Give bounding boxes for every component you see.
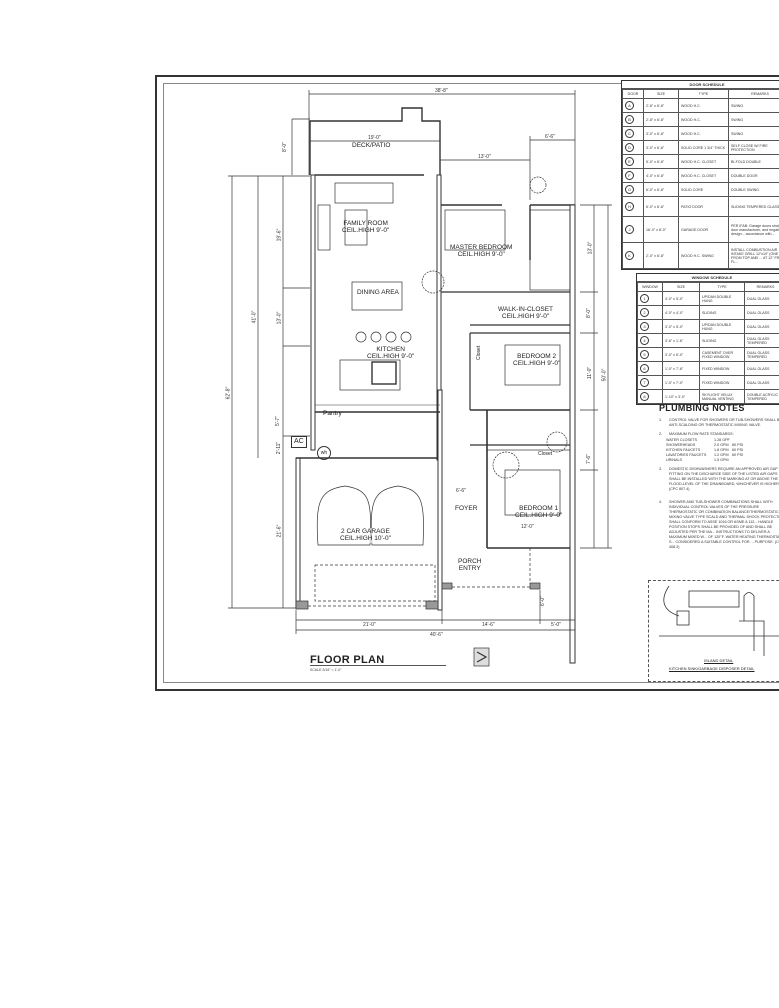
door-col-mark: DOOR xyxy=(622,89,644,99)
drawing-sheet-inner-border xyxy=(163,83,779,683)
dim-right-overall: 50'-0" xyxy=(601,368,608,382)
room-label-dining-area: DINING AREA xyxy=(357,289,399,296)
window-col-mark: WINDOW xyxy=(637,282,663,292)
dim-left-19-6: 19'-6" xyxy=(276,228,283,242)
drawing-sheet-border xyxy=(155,75,779,691)
dim-left-overall: 62'-8" xyxy=(225,386,232,400)
island-detail: ISLAND DETAIL KITCHEN SINK/GARBAGE DISPO… xyxy=(648,580,779,682)
dim-deck-width: 19'-0" xyxy=(368,135,381,141)
floor-plan-title: FLOOR PLAN xyxy=(310,654,385,666)
ac-unit-label: AC xyxy=(291,436,307,449)
plumbing-note: 4.SHOWER AND TUB-SHOWER COMBINATIONS SHA… xyxy=(659,499,779,549)
window-schedule-title: WINDOW SCHEDULE xyxy=(637,274,779,282)
dim-right-11-a: 11'-0" xyxy=(587,366,594,380)
dim-left-2-11: 2'-11" xyxy=(276,441,283,455)
plumbing-note: 1.CONTROL VALVE FOR SHOWERS OR TUB-SHOWE… xyxy=(659,418,779,428)
closet-label-bedroom-1: Closet xyxy=(538,451,553,457)
door-col-size: SIZE xyxy=(643,89,679,99)
door-col-remarks: REMARKS xyxy=(728,89,779,99)
dim-right-13: 13'-0" xyxy=(587,241,594,255)
island-detail-subtitle: KITCHEN SINK/GARBAGE DISPOSER DETAIL xyxy=(669,666,755,671)
dim-right-7-6: 7'-6" xyxy=(585,454,592,464)
door-col-type: TYPE xyxy=(678,89,729,99)
window-col-remarks: REMARKS xyxy=(744,282,779,292)
window-col-size: SIZE xyxy=(662,282,700,292)
plumbing-notes: PLUMBING NOTES 1.CONTROL VALVE FOR SHOWE… xyxy=(656,402,779,554)
sink-disposer-diagram xyxy=(659,585,779,656)
dim-top-right: 6'-6" xyxy=(545,134,555,140)
dim-left-garage: 21'-6" xyxy=(276,524,283,538)
dim-bottom-garage: 21'-0" xyxy=(363,622,376,628)
room-label-deck-patio: DECK/PATIO xyxy=(352,142,391,149)
plumbing-notes-title: PLUMBING NOTES xyxy=(659,403,745,413)
floor-plan-scale: SCALE:3/16" = 1'-0" xyxy=(310,668,342,672)
dim-top-overall: 38'-8" xyxy=(435,88,448,94)
dim-bottom-overall: 40'-6" xyxy=(430,632,443,638)
dim-bottom-porch: 14'-6" xyxy=(482,622,495,628)
plumbing-note: 3.DOMESTIC DISHWASHERS REQUIRE AN APPROV… xyxy=(659,467,779,491)
dim-foyer-width: 6'-6" xyxy=(456,488,466,494)
dim-porch-depth: 6'-0" xyxy=(539,596,546,606)
island-detail-title: ISLAND DETAIL xyxy=(704,658,734,663)
dim-left-5-7: 5'-7" xyxy=(274,416,281,426)
dim-right-8: 8'-0" xyxy=(585,308,592,318)
closet-label-bedroom-2: Closet xyxy=(476,345,483,360)
window-col-type: TYPE xyxy=(699,282,745,292)
dim-bedroom-1-width: 12'-0" xyxy=(521,524,534,530)
window-schedule: WINDOW SCHEDULE WINDOW SIZE TYPE REMARKS… xyxy=(636,273,779,405)
room-label-foyer: FOYER xyxy=(455,505,478,512)
dim-bottom-right: 5'-0" xyxy=(551,622,561,628)
dim-offset-13: 13'-0" xyxy=(478,154,491,160)
plumbing-note: 2.MAXIMUM FLOW RATE STANDARDS: xyxy=(659,432,734,437)
dim-left-41: 41'-0" xyxy=(251,310,258,324)
dim-left-13: 13'-0" xyxy=(276,311,283,325)
dim-deck-depth: 8'-0" xyxy=(281,142,288,152)
door-schedule-title: DOOR SCHEDULE xyxy=(622,81,779,89)
title-underline xyxy=(310,665,446,666)
water-heater-label: wh xyxy=(317,446,331,460)
room-label-pantry: Pantry xyxy=(323,410,342,417)
